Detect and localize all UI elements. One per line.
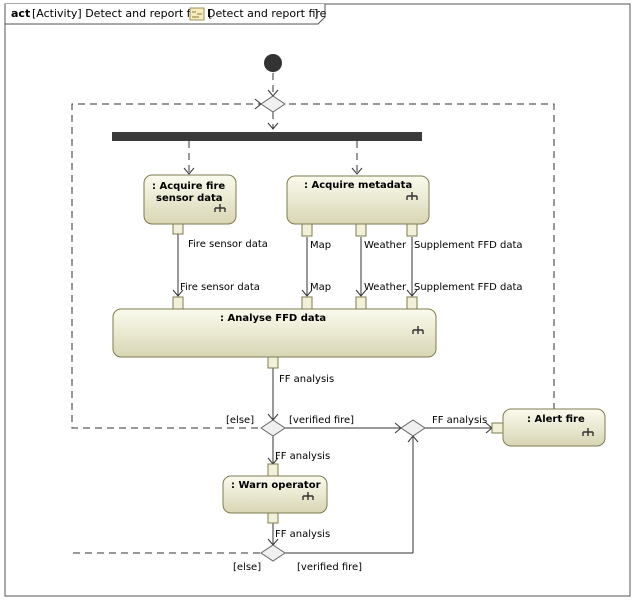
pins	[172, 223, 504, 524]
pin-fire-sensor-in	[172, 296, 184, 310]
pin-alert-in	[491, 422, 504, 434]
merge-node-alert	[400, 419, 426, 437]
pin-supplement-in	[406, 296, 418, 310]
action-analyse-ffd-label: : Analyse FFD data	[220, 313, 326, 324]
rake-icon	[302, 492, 314, 500]
pin-label-supplement-in: Supplement FFD data	[414, 282, 523, 293]
pin-label-weather-in: Weather	[364, 282, 407, 293]
pin-warn-in	[267, 463, 279, 477]
pin-label-map-in: Map	[310, 282, 331, 293]
alert-loop-flow	[285, 103, 555, 410]
frame-ref-label: Detect and report fire	[207, 7, 327, 20]
rake-icon	[406, 192, 418, 200]
fork-bar	[112, 132, 422, 141]
action-warn-operator-label: : Warn operator	[231, 480, 321, 491]
arrowheads-dashed	[183, 89, 363, 175]
pin-label-ff-analysis-out: FF analysis	[279, 374, 334, 385]
pin-label-map-out: Map	[310, 240, 331, 251]
action-acquire-fire-label-2: sensor data	[156, 193, 223, 204]
pin-fire-sensor-out	[172, 223, 184, 235]
decision-node-verified	[260, 419, 286, 437]
guard-else-top: [else]	[226, 415, 254, 426]
guard-else-bottom: [else]	[233, 562, 261, 573]
guard-verified-top: [verified fire]	[289, 415, 354, 426]
merge-node-top	[260, 95, 286, 113]
action-analyse-ffd-data[interactable]: : Analyse FFD data	[112, 308, 437, 358]
pin-label-supplement-out: Supplement FFD data	[414, 240, 523, 251]
frame-close-bracket: ]	[314, 7, 318, 20]
pin-map-out	[301, 223, 313, 237]
action-acquire-metadata[interactable]: : Acquire metadata	[286, 175, 430, 225]
frame-title: [Activity] Detect and report fire [	[32, 7, 212, 20]
pin-weather-out	[355, 223, 367, 237]
action-alert-fire[interactable]: : Alert fire	[502, 408, 606, 447]
object-flows	[177, 234, 492, 554]
pin-ff-analysis-out	[267, 356, 279, 369]
guard-verified-bottom: [verified fire]	[297, 562, 362, 573]
rake-icon	[214, 204, 226, 212]
pin-label-fire-sensor-out: Fire sensor data	[188, 239, 268, 250]
pin-weather-in	[355, 296, 367, 310]
action-alert-fire-label: : Alert fire	[527, 414, 585, 425]
pin-label-ff-analysis-warn-out: FF analysis	[275, 529, 330, 540]
pin-label-fire-sensor-in: Fire sensor data	[180, 282, 260, 293]
pin-label-ff-analysis-alert: FF analysis	[432, 415, 487, 426]
action-acquire-fire-sensor-data[interactable]: : Acquire fire sensor data	[143, 174, 237, 225]
loop-back-flows	[71, 73, 555, 554]
pin-warn-out	[267, 512, 279, 524]
pin-label-ff-analysis-warn-in: FF analysis	[275, 451, 330, 462]
rake-icon	[412, 326, 424, 334]
initial-node	[264, 54, 282, 72]
else-loop-top	[71, 103, 261, 429]
pin-map-in	[301, 296, 313, 310]
action-acquire-metadata-label: : Acquire metadata	[304, 180, 412, 191]
pin-label-weather-out: Weather	[364, 240, 407, 251]
action-warn-operator[interactable]: : Warn operator	[222, 475, 328, 514]
rake-icon	[582, 428, 594, 436]
pin-supplement-out	[406, 223, 418, 237]
frame-keyword: act	[11, 7, 30, 20]
decision-node-operator	[260, 544, 286, 562]
activity-ref-icon	[189, 7, 205, 21]
action-acquire-fire-label-1: : Acquire fire	[152, 181, 225, 192]
